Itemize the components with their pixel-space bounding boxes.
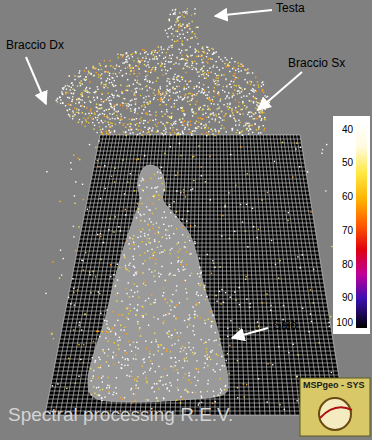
- scale-tick: 100: [336, 317, 353, 328]
- logo-text: MSPgeo - SYS: [303, 380, 365, 390]
- logo-swoosh: [320, 407, 352, 418]
- callout-arrows: [26, 10, 302, 338]
- part-label: Testa: [276, 1, 305, 15]
- scale-tick: 50: [342, 157, 353, 168]
- logo-emblem: [319, 398, 351, 430]
- monk-figure: [88, 165, 228, 402]
- colorbar-frame: [333, 116, 370, 334]
- part-label: Saio: [273, 318, 297, 332]
- part-label: Braccio Sx: [288, 56, 345, 70]
- watermark: Spectral processing R.E.V.: [8, 404, 233, 426]
- grid-plane: [45, 135, 345, 415]
- logo-box: [300, 378, 370, 436]
- scale-tick: 70: [342, 225, 353, 236]
- scale-tick: 80: [342, 259, 353, 270]
- part-label: Braccio Dx: [6, 38, 64, 52]
- scale-tick: 40: [342, 124, 353, 135]
- colorbar: [356, 122, 367, 328]
- scale-tick: 90: [342, 292, 353, 303]
- scale-tick: 60: [342, 191, 353, 202]
